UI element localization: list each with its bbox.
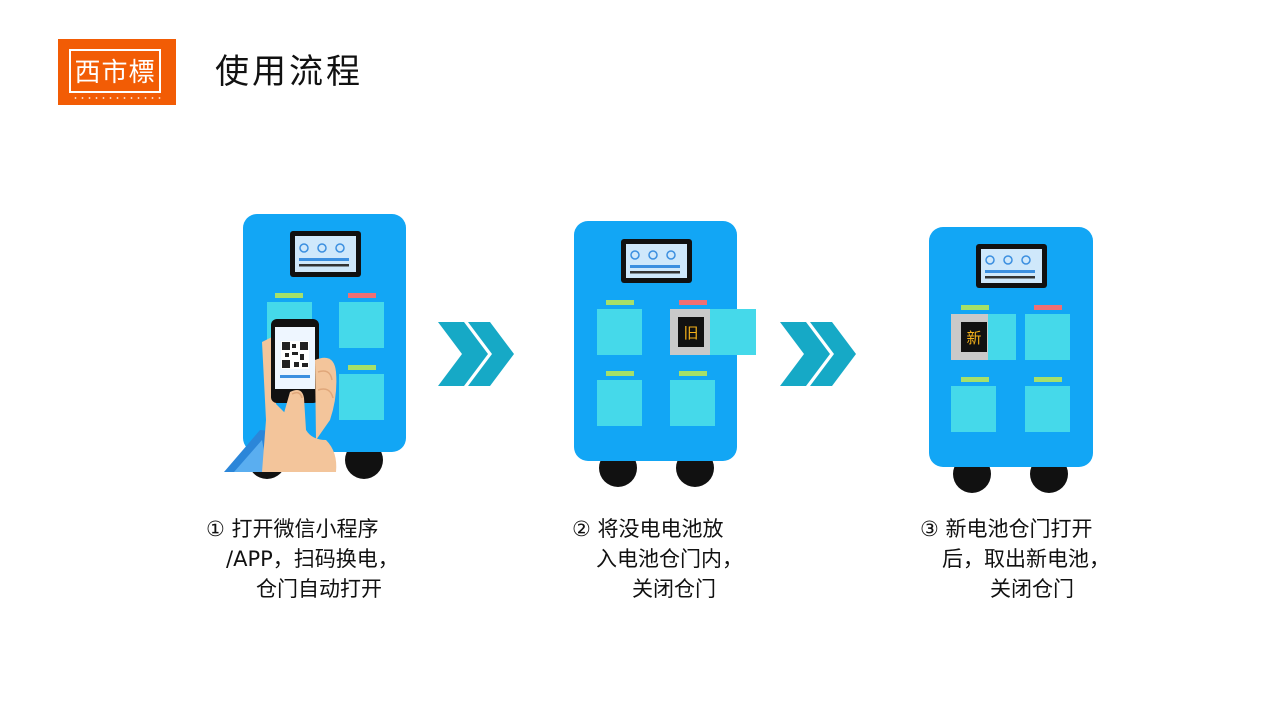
- logo-frame: 西市標: [69, 49, 161, 93]
- caption-line: 后，取出新电池，: [942, 547, 1110, 571]
- cabinet-screen: [621, 239, 692, 283]
- indicator-light: [1034, 377, 1062, 382]
- caption-line: ② 将没电电池放: [572, 517, 724, 541]
- cabinet-step-3: 新: [929, 227, 1093, 493]
- caption-line: ① 打开微信小程序: [206, 517, 379, 541]
- caption-line: ③ 新电池仓门打开: [920, 517, 1093, 541]
- old-battery: [678, 317, 704, 347]
- step-1-caption: ① 打开微信小程序 /APP，扫码换电， 仓门自动打开: [206, 514, 506, 604]
- compartment: [670, 380, 715, 426]
- indicator-light: [679, 300, 707, 305]
- indicator-light: [348, 365, 376, 370]
- chevron-double-right-icon: [780, 322, 856, 386]
- qr-code-icon: [281, 341, 309, 369]
- step-3-caption: ③ 新电池仓门打开 后，取出新电池， 关闭仓门: [920, 514, 1220, 604]
- indicator-light: [275, 293, 303, 298]
- compartment-door: [988, 314, 1016, 360]
- indicator-light: [606, 371, 634, 376]
- caption-line: 关闭仓门: [632, 577, 716, 601]
- compartment: [951, 386, 996, 432]
- new-battery-label: 新: [966, 329, 981, 347]
- cabinet-step-1: [224, 214, 406, 479]
- compartment: [597, 309, 642, 355]
- indicator-light: [961, 305, 989, 310]
- cabinet-step-2: 旧: [574, 221, 756, 487]
- compartment: [339, 374, 384, 420]
- caption-line: 关闭仓门: [990, 577, 1074, 601]
- caption-line: 入电池仓门内，: [596, 547, 743, 571]
- logo-text: 西市標: [74, 58, 156, 88]
- indicator-light: [961, 377, 989, 382]
- caption-line: /APP，扫码换电，: [226, 547, 399, 571]
- page-title: 使用流程: [215, 52, 363, 92]
- step-2-caption: ② 将没电电池放 入电池仓门内， 关闭仓门: [572, 514, 872, 604]
- brand-logo: 西市標: [58, 39, 176, 105]
- new-battery: [961, 322, 987, 352]
- cabinet-screen: [976, 244, 1047, 288]
- compartment: [1025, 386, 1070, 432]
- chevron-double-right-icon: [438, 322, 514, 386]
- indicator-light: [606, 300, 634, 305]
- logo-dots: [72, 97, 162, 99]
- cabinet-screen: [290, 231, 361, 277]
- compartment: [339, 302, 384, 348]
- caption-line: 仓门自动打开: [256, 577, 382, 601]
- compartment-door: [710, 309, 756, 355]
- indicator-light: [679, 371, 707, 376]
- indicator-light: [348, 293, 376, 298]
- pointing-finger: [280, 390, 337, 472]
- compartment: [597, 380, 642, 426]
- hand-with-phone: [224, 319, 337, 472]
- compartment: [1025, 314, 1070, 360]
- indicator-light: [1034, 305, 1062, 310]
- old-battery-label: 旧: [683, 324, 698, 342]
